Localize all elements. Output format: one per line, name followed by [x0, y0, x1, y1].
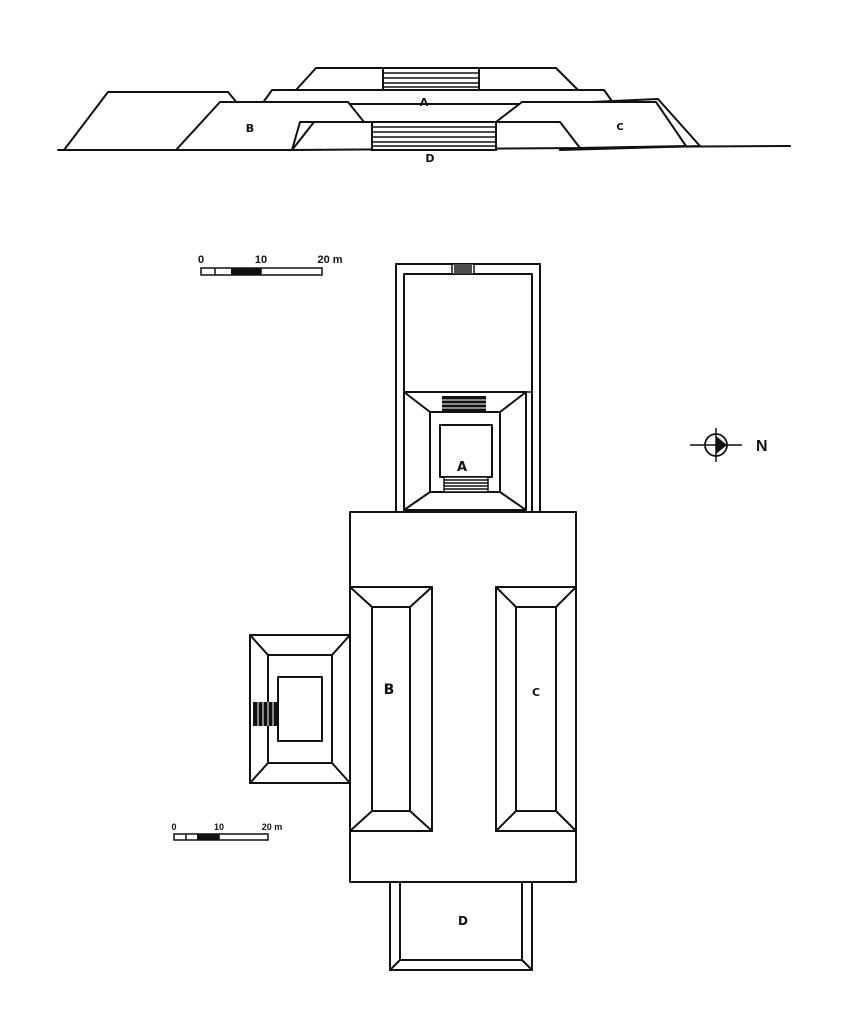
scale-top-tick-0: 0: [198, 254, 204, 266]
north-arrow-icon: N: [690, 428, 768, 462]
scale-bottom-tick-10: 10: [214, 822, 224, 832]
elevation-label-b: B: [246, 122, 254, 135]
scale-bar-top: 0 10 20 m: [198, 254, 343, 276]
plan-view: A B C: [249, 263, 577, 971]
scale-bottom-tick-20: 20 m: [262, 822, 283, 832]
plan-structure-b: B: [349, 586, 433, 832]
elevation-label-c: C: [616, 122, 623, 133]
plan-structure-a: A: [403, 391, 527, 511]
elevation-stair-a: [382, 67, 480, 91]
plan-label-a: A: [457, 460, 467, 475]
scale-bar-bottom: 0 10 20 m: [171, 822, 283, 841]
scale-bottom-tick-0: 0: [171, 822, 176, 832]
plan-stair-west-annex: [253, 702, 278, 726]
elevation-view: A B C D: [57, 67, 791, 165]
elevation-label-a: A: [420, 96, 429, 109]
plan-stair-a-south: [443, 476, 489, 493]
plan-structure-c: C: [495, 586, 577, 832]
plan-label-b: B: [384, 682, 395, 698]
elevation-platform-a: [261, 89, 615, 105]
north-label: N: [756, 438, 768, 455]
scale-top-tick-10: 10: [255, 254, 267, 266]
plan-structure-d: D: [389, 881, 533, 971]
plan-west-annex: [249, 634, 351, 784]
scale-top-tick-20: 20 m: [317, 254, 342, 266]
elevation-label-d: D: [425, 152, 434, 165]
plan-label-d: D: [458, 914, 468, 928]
plan-label-c: C: [532, 686, 540, 699]
elevation-stair-d: [371, 121, 497, 151]
